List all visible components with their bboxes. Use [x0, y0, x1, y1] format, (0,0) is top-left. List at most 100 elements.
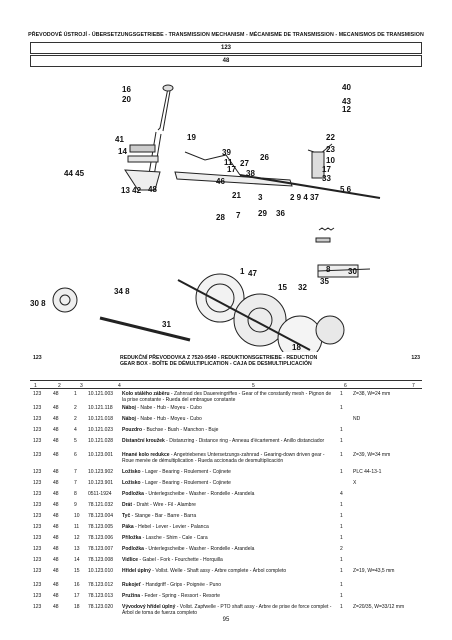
- callout-32: 32: [298, 283, 307, 292]
- row-group: 123: [33, 513, 42, 519]
- callout-3: 3: [258, 193, 263, 202]
- row-description: Podložka - Unterlegscheibe - Washer - Ro…: [122, 546, 332, 553]
- col-7: 7: [412, 382, 415, 389]
- row-translations: - Angetriebenes Untersetzungs-zahnrad - …: [122, 452, 325, 464]
- callout-18: 18: [292, 343, 301, 352]
- row-part-name: Distanční kroužek: [122, 438, 165, 444]
- row-part-code: 78.121.032: [88, 502, 114, 508]
- row-subgroup: 48: [53, 513, 59, 519]
- callout-1: 1: [240, 267, 245, 276]
- callout-26: 26: [260, 153, 269, 162]
- row-part-name: Hřídel úplný: [122, 568, 151, 574]
- row-translations: - Gabel - Fork - Fourchette - Horquilla: [138, 557, 223, 563]
- row-translations: - Unterlegscheibe - Washer - Rondelle - …: [143, 546, 255, 552]
- row-group: 123: [33, 438, 42, 444]
- row-subgroup: 48: [53, 604, 59, 610]
- section-title: REDUKČNÍ PŘEVODOVKA Z 7520-9540 - REDUKT…: [120, 355, 318, 368]
- row-part-code: 10.121.028: [88, 438, 114, 444]
- col-5: 5: [252, 382, 255, 389]
- row-translations: - Distanzring - Distance ring - Anneau d…: [164, 438, 325, 444]
- row-position: 6: [74, 452, 77, 458]
- row-subgroup: 48: [53, 405, 59, 411]
- row-translations: - Vollst. Welle - Shaft assy - Arbre com…: [150, 568, 287, 574]
- row-quantity: 1: [340, 405, 343, 411]
- row-subgroup: 48: [53, 568, 59, 574]
- row-quantity: 2: [340, 546, 343, 552]
- row-translations: - Lasche - Shim - Cale - Cara: [141, 535, 208, 541]
- row-part-name: Páka: [122, 524, 134, 530]
- callout-46: 46: [216, 177, 225, 186]
- callout-40: 40: [342, 83, 351, 92]
- row-quantity: 1: [340, 469, 343, 475]
- callout-20: 20: [122, 95, 131, 104]
- row-position: 4: [74, 427, 77, 433]
- row-part-name: Ložisko: [122, 469, 141, 475]
- row-translations: - Stange - Bar - Barre - Barra: [130, 513, 197, 519]
- col-2: 2: [58, 382, 61, 389]
- column-header-row: 1 2 3 4 5 6 7: [30, 380, 422, 389]
- callout-5-6: 5 6: [340, 185, 352, 194]
- row-group: 123: [33, 427, 42, 433]
- callout-47: 47: [248, 269, 257, 278]
- row-note: ND: [353, 416, 361, 422]
- row-part-code: 78.123.013: [88, 593, 114, 599]
- row-quantity: 1: [340, 452, 343, 458]
- page-number: 95: [222, 617, 230, 623]
- row-quantity: 1: [340, 438, 343, 444]
- callout-15: 15: [278, 283, 287, 292]
- row-subgroup: 48: [53, 452, 59, 458]
- section-group-right: 123: [411, 355, 420, 361]
- row-part-name: Příložka: [122, 535, 142, 541]
- row-quantity: 1: [340, 557, 343, 563]
- row-group: 123: [33, 391, 42, 397]
- row-subgroup: 48: [53, 582, 59, 588]
- callout-31: 31: [162, 320, 171, 329]
- group-number-box: 123: [30, 42, 422, 54]
- row-quantity: 1: [340, 582, 343, 588]
- row-subgroup: 48: [53, 524, 59, 530]
- row-position: 1: [74, 391, 77, 397]
- row-group: 123: [33, 557, 42, 563]
- row-subgroup: 48: [53, 480, 59, 486]
- row-part-name: Rukojeť: [122, 582, 142, 588]
- row-part-code: 78.123.004: [88, 513, 114, 519]
- row-group: 123: [33, 568, 42, 574]
- callout-19: 19: [187, 133, 196, 142]
- row-quantity: 1: [340, 524, 343, 530]
- row-description: Hřídel úplný - Vollst. Welle - Shaft ass…: [122, 568, 332, 575]
- row-subgroup: 48: [53, 546, 59, 552]
- row-quantity: 1: [340, 604, 343, 610]
- callout-36: 36: [276, 209, 285, 218]
- subgroup-number-box: 48: [30, 55, 422, 67]
- row-group: 123: [33, 502, 42, 508]
- row-group: 123: [33, 546, 42, 552]
- callout-34-8: 34 8: [114, 287, 130, 296]
- row-part-code: 10.121.003: [88, 391, 114, 397]
- row-group: 123: [33, 593, 42, 599]
- page-header-title: PŘEVODOVÉ ÚSTROJÍ - ÜBERSETZUNGSGETRIEBE…: [28, 32, 424, 38]
- row-quantity: 4: [340, 491, 343, 497]
- row-position: 15: [74, 568, 80, 574]
- row-description: Příložka - Lasche - Shim - Cale - Cara: [122, 535, 332, 542]
- row-part-code: 78.123.012: [88, 582, 114, 588]
- row-subgroup: 48: [53, 416, 59, 422]
- row-group: 123: [33, 604, 42, 610]
- row-description: Pružina - Feder - Spring - Ressort - Res…: [122, 593, 332, 600]
- row-part-code: 10.123.001: [88, 452, 114, 458]
- row-position: 10: [74, 513, 80, 519]
- row-description: Vidlice - Gabel - Fork - Fourchette - Ho…: [122, 557, 332, 564]
- row-quantity: 1: [340, 502, 343, 508]
- callout-30: 30: [348, 267, 357, 276]
- row-part-name: Vidlice: [122, 557, 139, 563]
- row-group: 123: [33, 480, 42, 486]
- row-position: 14: [74, 557, 80, 563]
